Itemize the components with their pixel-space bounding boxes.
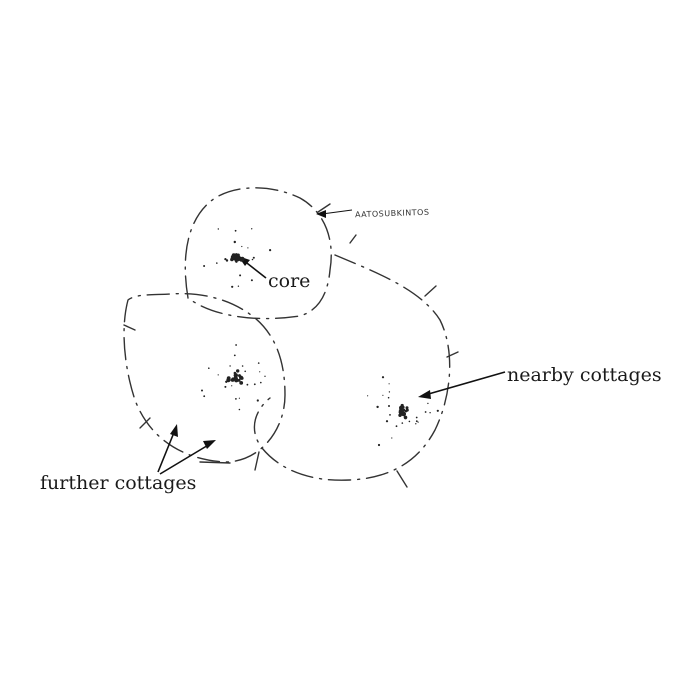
cottage-dot: [251, 228, 253, 230]
core-blob-outline: [184, 187, 332, 320]
cottage-dot: [241, 259, 244, 262]
nearby-cottages-label: nearby cottages: [507, 364, 662, 386]
further-arrow-left: [157, 424, 178, 473]
cottage-dot: [201, 389, 203, 392]
cottage-dot: [415, 420, 418, 423]
cottage-dot: [264, 375, 266, 377]
cottage-dot: [400, 410, 404, 414]
cottage-dot: [229, 365, 231, 367]
cottage-dot: [385, 420, 389, 423]
cottage-dot: [235, 398, 237, 400]
cottage-dot: [259, 371, 261, 373]
core-label: core: [268, 270, 311, 292]
cottage-dot: [401, 422, 404, 424]
cottage-dot: [417, 421, 419, 423]
further-cottages-label: further cottages: [40, 472, 197, 494]
cottage-dot: [230, 255, 235, 260]
left-dot-cluster: [201, 344, 266, 411]
cottage-dot: [203, 395, 206, 398]
cottage-dot: [256, 399, 259, 402]
cottage-dot: [269, 249, 272, 252]
cottage-dot: [244, 370, 246, 373]
cottage-dot: [239, 375, 244, 380]
cottage-dot: [429, 412, 431, 414]
cottage-dot: [235, 258, 239, 262]
cottage-dot: [398, 409, 401, 412]
cottage-dot: [231, 285, 234, 288]
right-blob-outline: [253, 254, 451, 481]
cottage-dot: [233, 354, 236, 357]
cottage-dot: [234, 229, 237, 232]
cottage-dot: [376, 405, 379, 409]
cottage-dot: [404, 417, 407, 420]
cottage-dot: [415, 423, 417, 425]
cottage-dot: [234, 376, 238, 381]
cottage-dot: [389, 414, 391, 416]
cottage-dot: [236, 254, 240, 258]
cottage-dot: [408, 420, 411, 423]
cottage-dot: [388, 405, 390, 407]
cottage-dot: [381, 376, 385, 379]
cottage-dot: [239, 381, 244, 385]
cottage-dot: [237, 378, 241, 382]
cottage-dot: [388, 383, 390, 385]
cottage-dot: [203, 265, 206, 267]
cottage-dot: [427, 402, 429, 405]
nearby-arrow: [418, 371, 506, 399]
cottage-dot: [247, 247, 249, 249]
nearby-dot-cluster: [367, 376, 439, 447]
cottage-dot: [235, 344, 238, 346]
handwritten-arrow: [316, 209, 353, 218]
cottage-dot: [400, 403, 404, 408]
cottage-dot: [405, 406, 409, 410]
cottage-dot: [388, 391, 391, 393]
cottage-dot: [233, 371, 237, 375]
cottage-dot: [238, 397, 240, 399]
further-arrow-right: [159, 440, 216, 475]
cottage-dot: [225, 259, 229, 262]
cottage-dot: [208, 367, 210, 370]
cottage-dot: [225, 380, 228, 383]
cottage-dot: [391, 437, 393, 439]
cottage-dot: [231, 385, 233, 387]
cottage-dot: [252, 256, 255, 259]
cottage-dot: [241, 245, 243, 248]
cottage-dot: [230, 378, 235, 382]
cottage-dot: [398, 413, 402, 417]
cottage-dot: [415, 416, 418, 419]
cottage-dot: [236, 369, 240, 373]
cottage-dot: [237, 285, 240, 287]
cottage-dot: [404, 409, 408, 413]
cottage-dot: [253, 383, 256, 386]
cottage-dot: [424, 411, 427, 413]
cottage-dot: [241, 365, 244, 367]
cottage-dot: [239, 274, 242, 277]
outline-ticks: [123, 203, 459, 488]
cottage-dot: [400, 406, 404, 410]
cottage-dot: [216, 262, 218, 264]
cottage-dot: [436, 409, 439, 412]
cottage-dot: [260, 381, 262, 384]
cottage-dot: [238, 408, 241, 411]
cottage-dot: [217, 374, 219, 376]
cottage-dot: [395, 425, 398, 428]
cottage-dot: [257, 362, 260, 364]
cottage-dot: [224, 258, 227, 261]
cottage-dot: [402, 409, 406, 412]
core-dot-cluster: [203, 228, 272, 288]
cottage-dot: [387, 396, 390, 399]
cottage-dot: [224, 385, 227, 388]
cottage-dot: [367, 395, 369, 397]
cottage-dot: [382, 394, 384, 396]
cottage-dot: [251, 258, 254, 261]
left-blob-outline: [123, 292, 286, 463]
cottage-dot: [250, 279, 253, 282]
cottage-dot: [217, 228, 219, 230]
cottage-dot: [377, 443, 381, 447]
cottage-dot: [233, 240, 236, 244]
cottage-dot: [246, 383, 249, 386]
cottage-dot: [226, 377, 231, 383]
